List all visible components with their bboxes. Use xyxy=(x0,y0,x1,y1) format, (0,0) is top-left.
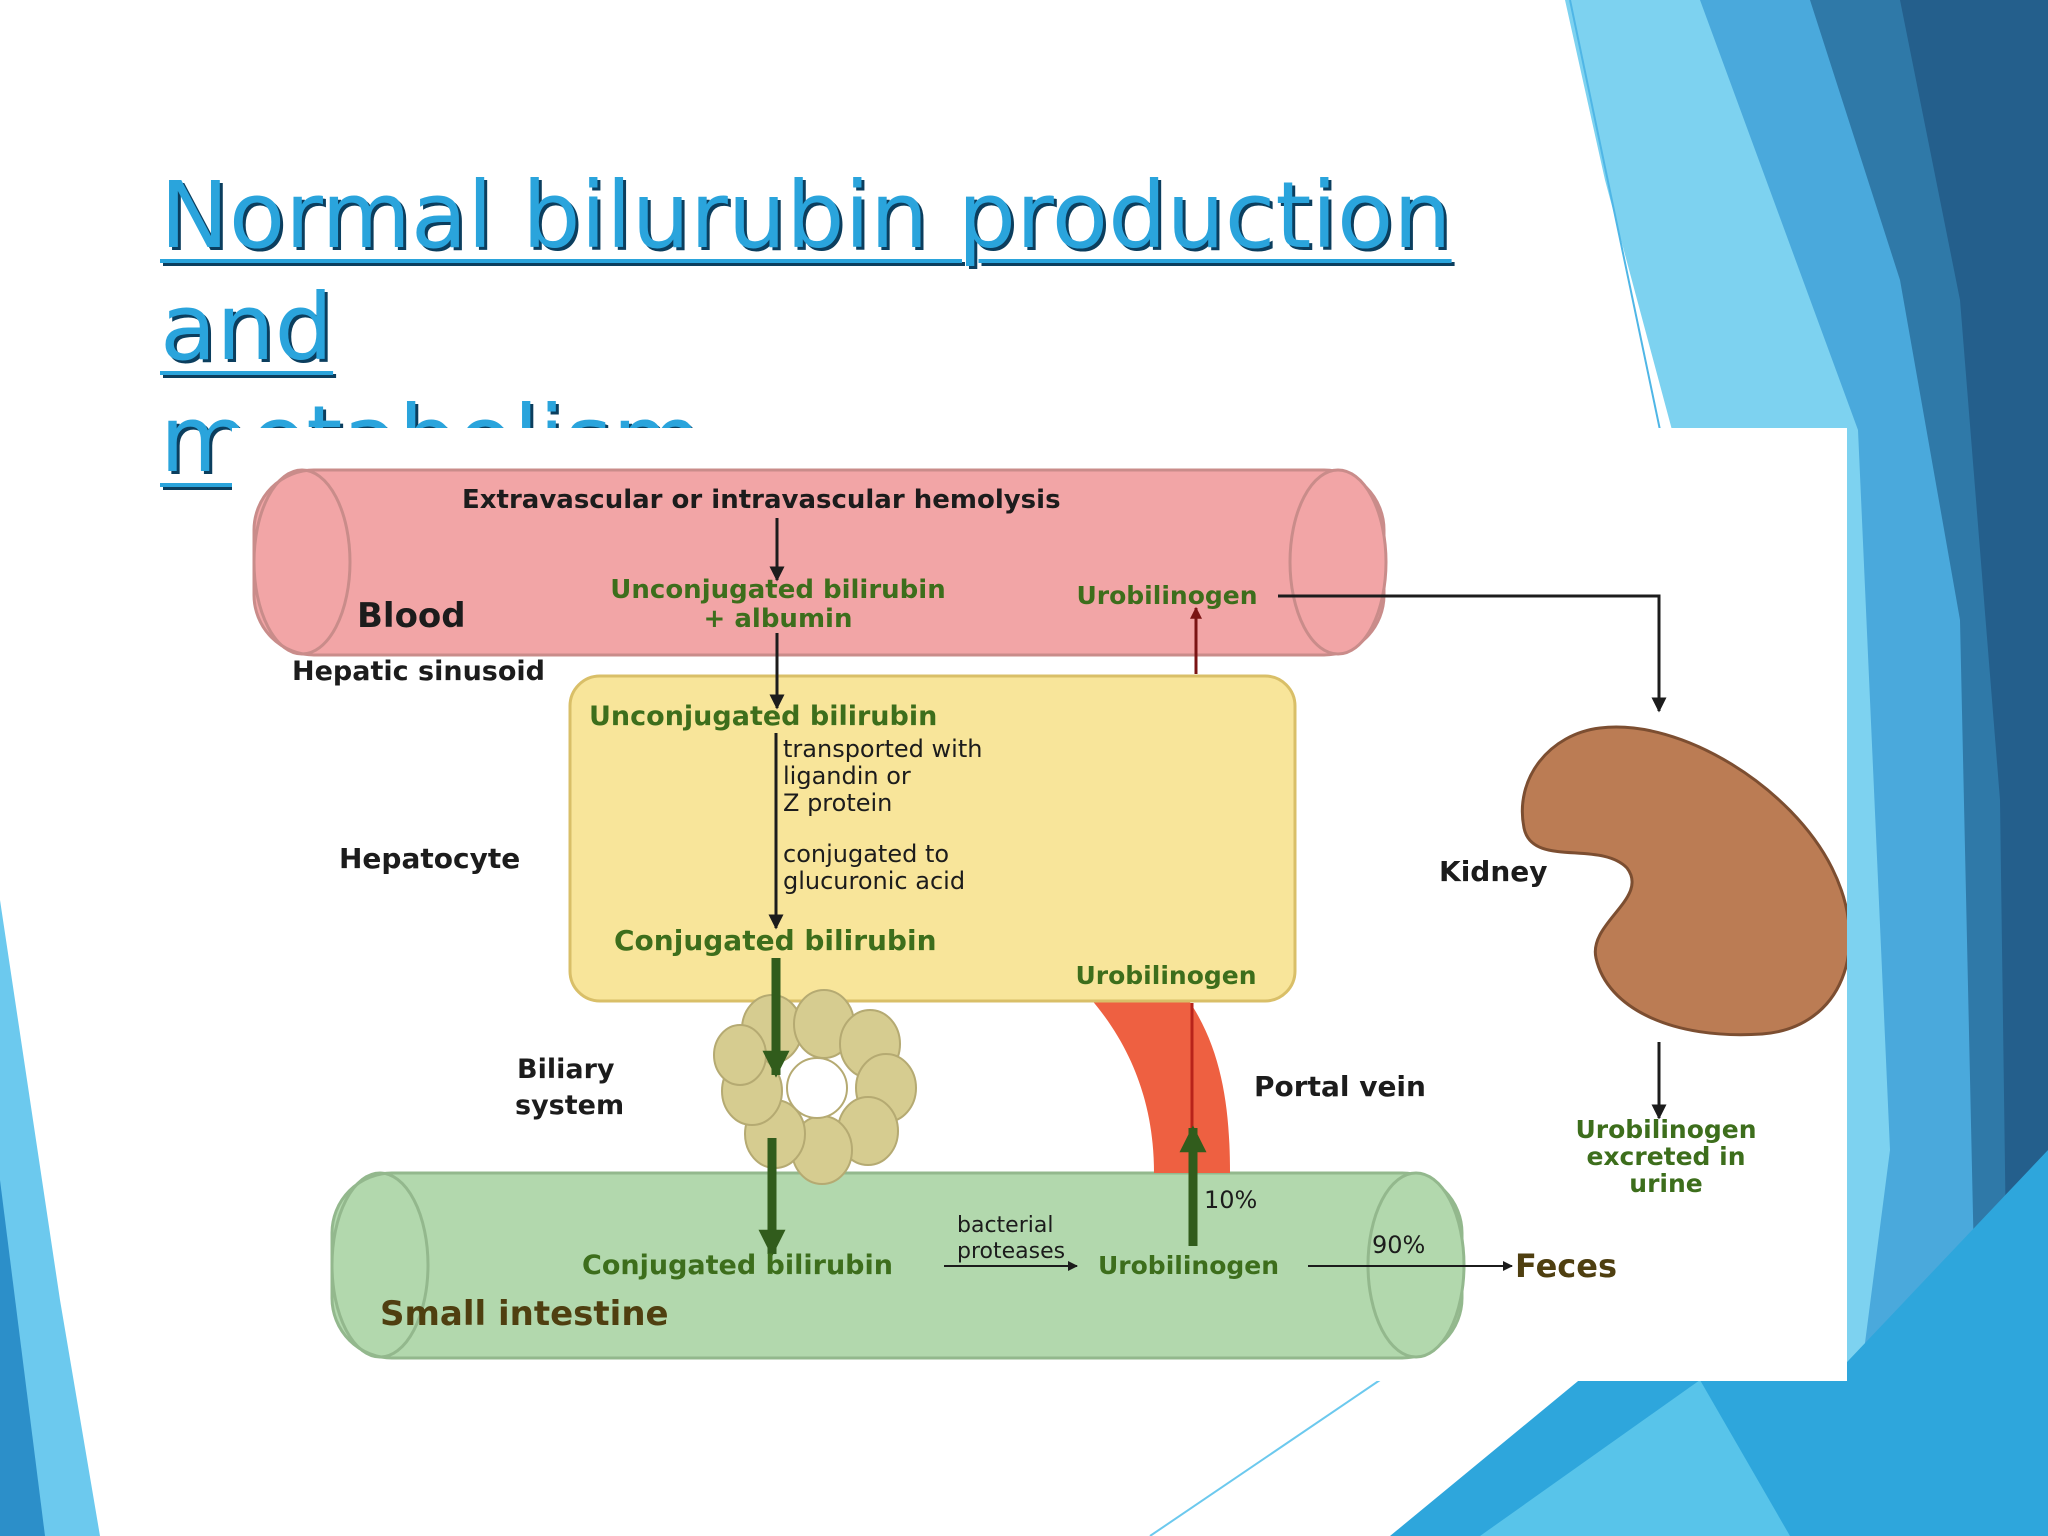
label-conjugated-hepatocyte: Conjugated bilirubin xyxy=(614,924,937,957)
label-biliary-2: system xyxy=(515,1090,624,1121)
hepatocyte-box xyxy=(568,674,1297,1003)
biliary-ring xyxy=(713,989,917,1185)
label-urobilinogen-blood: Urobilinogen xyxy=(1076,581,1257,610)
label-urine-3: urine xyxy=(1629,1169,1702,1198)
bg-facet-deep xyxy=(1900,0,2048,1536)
label-blood: Blood xyxy=(357,596,466,636)
label-small-intestine: Small intestine xyxy=(380,1294,669,1334)
bilirubin-diagram-svg: Extravascular or intravascular hemolysis… xyxy=(252,468,1847,1360)
label-transport-1: transported with xyxy=(783,735,982,763)
arrow-blood-to-kidney xyxy=(1278,594,1667,713)
label-conjugated-intestine: Conjugated bilirubin xyxy=(582,1250,893,1281)
label-transport-3: Z protein xyxy=(783,789,892,817)
label-bacterial: bacterial xyxy=(957,1213,1053,1238)
bg-facet-left xyxy=(0,900,100,1536)
bg-facet-bottom xyxy=(1390,1150,2048,1536)
bg-line xyxy=(1569,0,1661,431)
label-portal-vein: Portal vein xyxy=(1254,1070,1426,1103)
label-unconjugated-albumin-2: + albumin xyxy=(704,604,853,634)
label-percent-10: 10% xyxy=(1204,1186,1257,1214)
label-biliary-1: Biliary xyxy=(517,1054,615,1085)
label-unconjugated-albumin-1: Unconjugated bilirubin xyxy=(610,575,945,605)
slide-title-line-1: Normal bilurubin production and xyxy=(160,162,1452,381)
bg-facet-left-dark xyxy=(0,1180,45,1536)
bg-facet-bottom-light xyxy=(1480,1380,1790,1536)
label-unconjugated-hepatocyte: Unconjugated bilirubin xyxy=(589,701,937,732)
label-feces: Feces xyxy=(1515,1247,1617,1285)
label-urobilinogen-intestine: Urobilinogen xyxy=(1098,1251,1279,1280)
label-hepatocyte: Hepatocyte xyxy=(339,842,520,875)
kidney-shape xyxy=(1520,725,1847,1037)
label-hemolysis: Extravascular or intravascular hemolysis xyxy=(462,485,1061,515)
label-urine-1: Urobilinogen xyxy=(1575,1115,1756,1144)
blood-vessel xyxy=(252,468,1388,657)
label-kidney: Kidney xyxy=(1439,855,1548,888)
label-proteases: proteases xyxy=(957,1239,1065,1264)
label-conjugation-2: glucuronic acid xyxy=(783,867,965,895)
label-urine-2: excreted in xyxy=(1586,1142,1745,1171)
label-percent-90: 90% xyxy=(1372,1231,1425,1259)
bilirubin-diagram: Extravascular or intravascular hemolysis… xyxy=(232,428,1847,1381)
portal-vein xyxy=(1090,998,1230,1173)
label-hepatic-sinusoid: Hepatic sinusoid xyxy=(292,656,545,687)
label-conjugation-1: conjugated to xyxy=(783,840,949,868)
label-urobilinogen-hepatocyte: Urobilinogen xyxy=(1075,961,1256,990)
bg-line xyxy=(1149,1379,1381,1536)
label-transport-2: ligandin or xyxy=(783,762,911,790)
